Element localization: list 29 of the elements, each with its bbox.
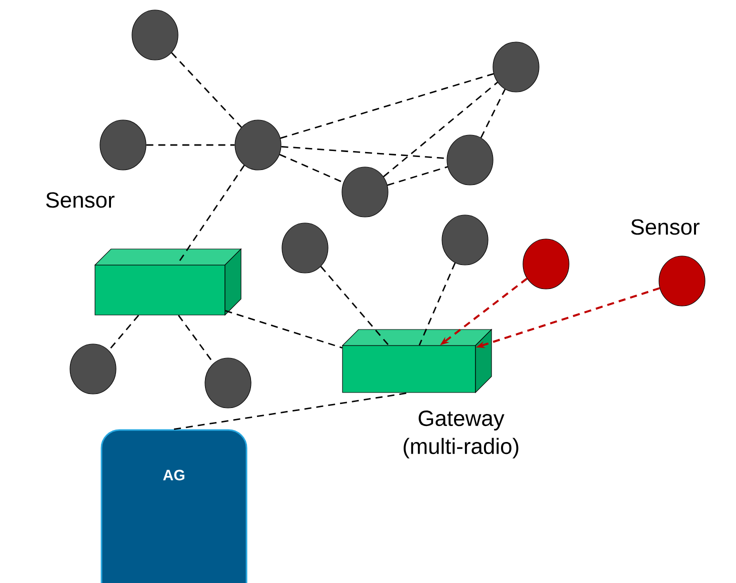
link-line bbox=[480, 88, 506, 138]
sensor-circle bbox=[70, 344, 116, 394]
sensor-circle bbox=[446, 134, 494, 186]
link-line bbox=[171, 52, 242, 128]
sensor-label: Sensor bbox=[631, 219, 700, 235]
link-line bbox=[225, 310, 342, 348]
access-gateway-box: AG bbox=[100, 429, 248, 583]
link-line bbox=[174, 392, 410, 430]
link-line bbox=[280, 73, 494, 139]
link-line bbox=[146, 144, 235, 146]
sensor-circle bbox=[658, 256, 706, 306]
sensor-circle bbox=[522, 238, 570, 290]
link-line bbox=[281, 146, 447, 160]
sensor-circle bbox=[132, 10, 178, 60]
sensor-circle bbox=[342, 166, 388, 218]
link-line bbox=[418, 262, 456, 346]
sensor-label: Sensor bbox=[46, 192, 114, 208]
sensor-circle bbox=[234, 120, 282, 170]
sensor-circle bbox=[442, 214, 488, 266]
link-line bbox=[320, 266, 390, 346]
link-line bbox=[279, 154, 344, 184]
sensor-circle bbox=[100, 120, 146, 170]
link-line bbox=[383, 82, 498, 178]
sensor-circle bbox=[492, 42, 540, 92]
sensor-circle bbox=[282, 222, 328, 274]
link-line bbox=[387, 166, 448, 186]
link-line bbox=[108, 314, 140, 351]
gateway-caption: Gateway (multi-radio) bbox=[404, 410, 518, 458]
sensor-circle bbox=[204, 358, 252, 408]
